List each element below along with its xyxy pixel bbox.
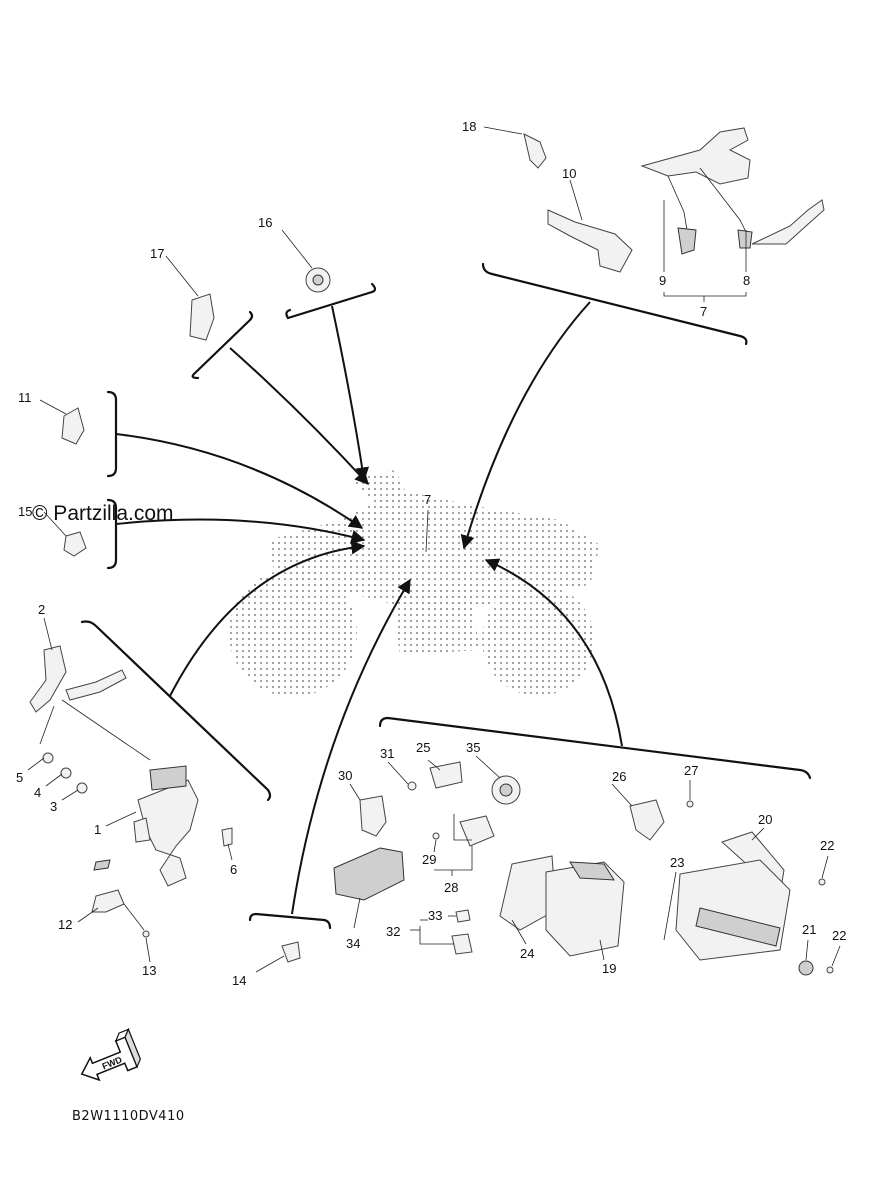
assembly-arrows bbox=[115, 301, 623, 915]
callout-20: 20 bbox=[758, 812, 772, 827]
callout-23: 23 bbox=[670, 855, 684, 870]
part-sketches bbox=[29, 127, 834, 976]
watermark-text: © Partzilla.com bbox=[32, 502, 174, 525]
callout-11: 11 bbox=[18, 390, 32, 405]
callout-30: 30 bbox=[338, 768, 352, 783]
callout-10: 10 bbox=[562, 166, 576, 181]
callout-14: 14 bbox=[232, 973, 246, 988]
callout-6: 6 bbox=[230, 862, 237, 877]
callout-4: 4 bbox=[34, 785, 41, 800]
callout-25: 25 bbox=[416, 740, 430, 755]
callout-3: 3 bbox=[50, 799, 57, 814]
callout-26: 26 bbox=[612, 769, 626, 784]
callout-24: 24 bbox=[520, 946, 534, 961]
callout-8: 8 bbox=[743, 273, 750, 288]
callout-16: 16 bbox=[258, 215, 272, 230]
callout-9: 9 bbox=[659, 273, 666, 288]
callout-32: 32 bbox=[386, 924, 400, 939]
callout-labels: 18 10 9 8 7 16 17 11 15 7 2 5 4 3 1 6 12… bbox=[16, 119, 846, 988]
callout-19: 19 bbox=[602, 961, 616, 976]
callout-34: 34 bbox=[346, 936, 360, 951]
callout-22-upper: 22 bbox=[820, 838, 834, 853]
callout-18: 18 bbox=[462, 119, 476, 134]
callout-17: 17 bbox=[150, 246, 164, 261]
callout-22-lower: 22 bbox=[832, 928, 846, 943]
callout-33: 33 bbox=[428, 908, 442, 923]
diagram-code: B2W1110DV410 bbox=[72, 1109, 185, 1124]
callout-7-center: 7 bbox=[424, 492, 431, 507]
callout-15: 15 bbox=[18, 504, 32, 519]
callout-12: 12 bbox=[58, 917, 72, 932]
callout-7-top: 7 bbox=[700, 304, 707, 319]
watermark: © Partzilla.com bbox=[32, 502, 174, 525]
callout-leaders bbox=[27, 126, 841, 973]
callout-31: 31 bbox=[380, 746, 394, 761]
callout-35: 35 bbox=[466, 740, 480, 755]
callout-2: 2 bbox=[38, 602, 45, 617]
callout-1: 1 bbox=[94, 822, 101, 837]
callout-5: 5 bbox=[16, 770, 23, 785]
callout-13: 13 bbox=[142, 963, 156, 978]
callout-28: 28 bbox=[444, 880, 458, 895]
callout-27: 27 bbox=[684, 763, 698, 778]
callout-29: 29 bbox=[422, 852, 436, 867]
callout-21: 21 bbox=[802, 922, 816, 937]
atv-silhouette bbox=[229, 470, 600, 697]
group-brackets bbox=[80, 262, 812, 930]
forward-direction-icon: FWD bbox=[80, 1027, 142, 1082]
